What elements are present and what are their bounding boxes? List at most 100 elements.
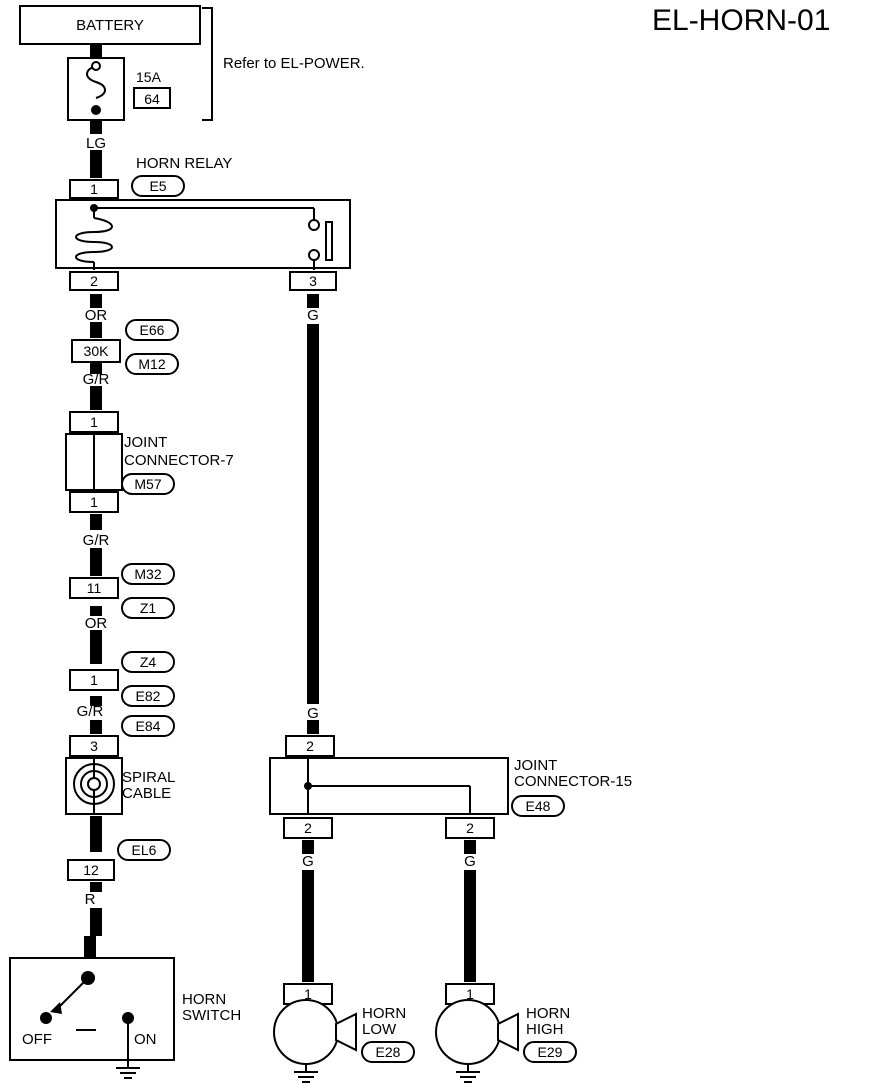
connector-pin11: 11 bbox=[87, 580, 102, 596]
spiral-name-1: SPIRAL bbox=[122, 769, 175, 786]
joint15-name-1: JOINT bbox=[514, 757, 557, 774]
joint7-bottom-pin: 1 bbox=[90, 494, 98, 510]
connector-e28-badge: E28 bbox=[361, 1041, 415, 1063]
horn-relay-box bbox=[55, 199, 351, 269]
connector-e82-badge: E82 bbox=[121, 685, 175, 707]
connector-z4-pin: 1 bbox=[90, 672, 98, 688]
horn-high-pin: 1 bbox=[466, 986, 474, 1002]
wire-color-or-1: OR bbox=[85, 307, 108, 324]
horn-relay-name: HORN RELAY bbox=[136, 155, 232, 172]
wire-color-or-2: OR bbox=[85, 615, 108, 632]
battery-box bbox=[19, 5, 201, 45]
connector-z4-label: Z4 bbox=[140, 654, 157, 670]
connector-m12-label: M12 bbox=[138, 356, 165, 372]
wire-color-gr-3: G/R bbox=[77, 703, 104, 720]
connector-m57-badge: M57 bbox=[121, 473, 175, 495]
battery-label: BATTERY bbox=[76, 17, 144, 34]
left-circuit-wires bbox=[84, 44, 102, 972]
wire-color-g-2: G bbox=[307, 705, 319, 722]
switch-off-label: OFF bbox=[22, 1031, 52, 1048]
relay-pin2-box bbox=[69, 271, 119, 291]
joint15-name-2: CONNECTOR-15 bbox=[514, 773, 632, 790]
connector-pin11-box bbox=[69, 577, 119, 599]
connector-z1-badge: Z1 bbox=[121, 597, 175, 619]
wire-color-lg: LG bbox=[86, 135, 106, 152]
wire-color-gr-2: G/R bbox=[83, 532, 110, 549]
horn-high-name-1: HORN bbox=[526, 1005, 570, 1022]
connector-m12-badge: M12 bbox=[125, 353, 179, 375]
spiral-coil-icon bbox=[73, 758, 115, 814]
connector-e48-badge: E48 bbox=[511, 795, 565, 817]
connector-pin12-box bbox=[67, 859, 115, 881]
wire-color-r: R bbox=[85, 891, 96, 908]
connector-e66-label: E66 bbox=[140, 322, 165, 338]
joint7-top-pin: 1 bbox=[90, 414, 98, 430]
joint7-name-1: JOINT bbox=[124, 434, 167, 451]
horn-switch-name-2: SWITCH bbox=[182, 1007, 241, 1024]
connector-m57-label: M57 bbox=[134, 476, 161, 492]
relay-pin1-box bbox=[69, 179, 119, 199]
connector-e28-label: E28 bbox=[376, 1044, 401, 1060]
connector-e66-badge: E66 bbox=[125, 319, 179, 341]
connector-el6-label: EL6 bbox=[132, 842, 157, 858]
connector-m32-badge: M32 bbox=[121, 563, 175, 585]
relay-pin1: 1 bbox=[90, 181, 98, 197]
fuse-amperage: 15A bbox=[136, 69, 162, 85]
ground-icon bbox=[116, 1067, 140, 1079]
joint15-br-pin: 2 bbox=[466, 820, 474, 836]
joint7-top-pin-box bbox=[69, 411, 119, 433]
joint15-bus bbox=[304, 758, 471, 814]
fuse-number: 64 bbox=[144, 91, 160, 107]
relay-pin3: 3 bbox=[309, 273, 317, 289]
horn-high-icon bbox=[435, 999, 519, 1083]
connector-el6-badge: EL6 bbox=[117, 839, 171, 861]
relay-coil-icon bbox=[75, 204, 314, 270]
fuse-number-box bbox=[133, 87, 171, 109]
spiral-pin: 3 bbox=[90, 738, 98, 754]
right-circuit-wires bbox=[302, 294, 476, 982]
connector-pin12: 12 bbox=[83, 862, 99, 878]
horn-low-icon bbox=[273, 999, 357, 1083]
wire-color-g-1: G bbox=[307, 307, 319, 324]
connector-e29-badge: E29 bbox=[523, 1041, 577, 1063]
connector-e84-label: E84 bbox=[136, 718, 161, 734]
connector-30k-pin: 30K bbox=[84, 343, 110, 359]
wire-color-gr-1: G/R bbox=[83, 371, 110, 388]
horn-high-name-2: HIGH bbox=[526, 1021, 564, 1038]
diagram-title: EL-HORN-01 bbox=[652, 4, 830, 37]
horn-low-name-2: LOW bbox=[362, 1021, 397, 1038]
joint15-bl-pin: 2 bbox=[304, 820, 312, 836]
joint15-top-pin: 2 bbox=[306, 738, 314, 754]
connector-e48-label: E48 bbox=[526, 798, 551, 814]
horn-low-pin: 1 bbox=[304, 986, 312, 1002]
power-note: Refer to EL-POWER. bbox=[223, 55, 365, 72]
spiral-name-2: CABLE bbox=[122, 785, 171, 802]
joint15-top-pin-box bbox=[285, 735, 335, 757]
horn-low-name-1: HORN bbox=[362, 1005, 406, 1022]
fuse-icon bbox=[67, 57, 125, 121]
joint7-name-2: CONNECTOR-7 bbox=[124, 452, 234, 469]
connector-z4-pin-box bbox=[69, 669, 119, 691]
relay-contacts-icon bbox=[308, 208, 333, 270]
connector-e29-label: E29 bbox=[538, 1044, 563, 1060]
connector-z1-label: Z1 bbox=[140, 600, 157, 616]
joint15-br-pin-box bbox=[445, 817, 495, 839]
relay-pin2: 2 bbox=[90, 273, 98, 289]
connector-m32-label: M32 bbox=[134, 566, 161, 582]
switch-on-label: ON bbox=[134, 1031, 157, 1048]
connector-z4-badge: Z4 bbox=[121, 651, 175, 673]
connector-30k-box bbox=[71, 339, 121, 363]
wire-color-g-3: G bbox=[302, 853, 314, 870]
power-bracket bbox=[202, 7, 213, 121]
joint7-bottom-pin-box bbox=[69, 491, 119, 513]
connector-e5-label: E5 bbox=[149, 178, 166, 194]
horn-switch-name-1: HORN bbox=[182, 991, 226, 1008]
spiral-pin-box bbox=[69, 735, 119, 757]
connector-e82-label: E82 bbox=[136, 688, 161, 704]
connector-e5-badge: E5 bbox=[131, 175, 185, 197]
connector-e84-badge: E84 bbox=[121, 715, 175, 737]
joint15-bl-pin-box bbox=[283, 817, 333, 839]
relay-pin3-box bbox=[289, 271, 337, 291]
horn-switch-icon bbox=[40, 971, 134, 1068]
